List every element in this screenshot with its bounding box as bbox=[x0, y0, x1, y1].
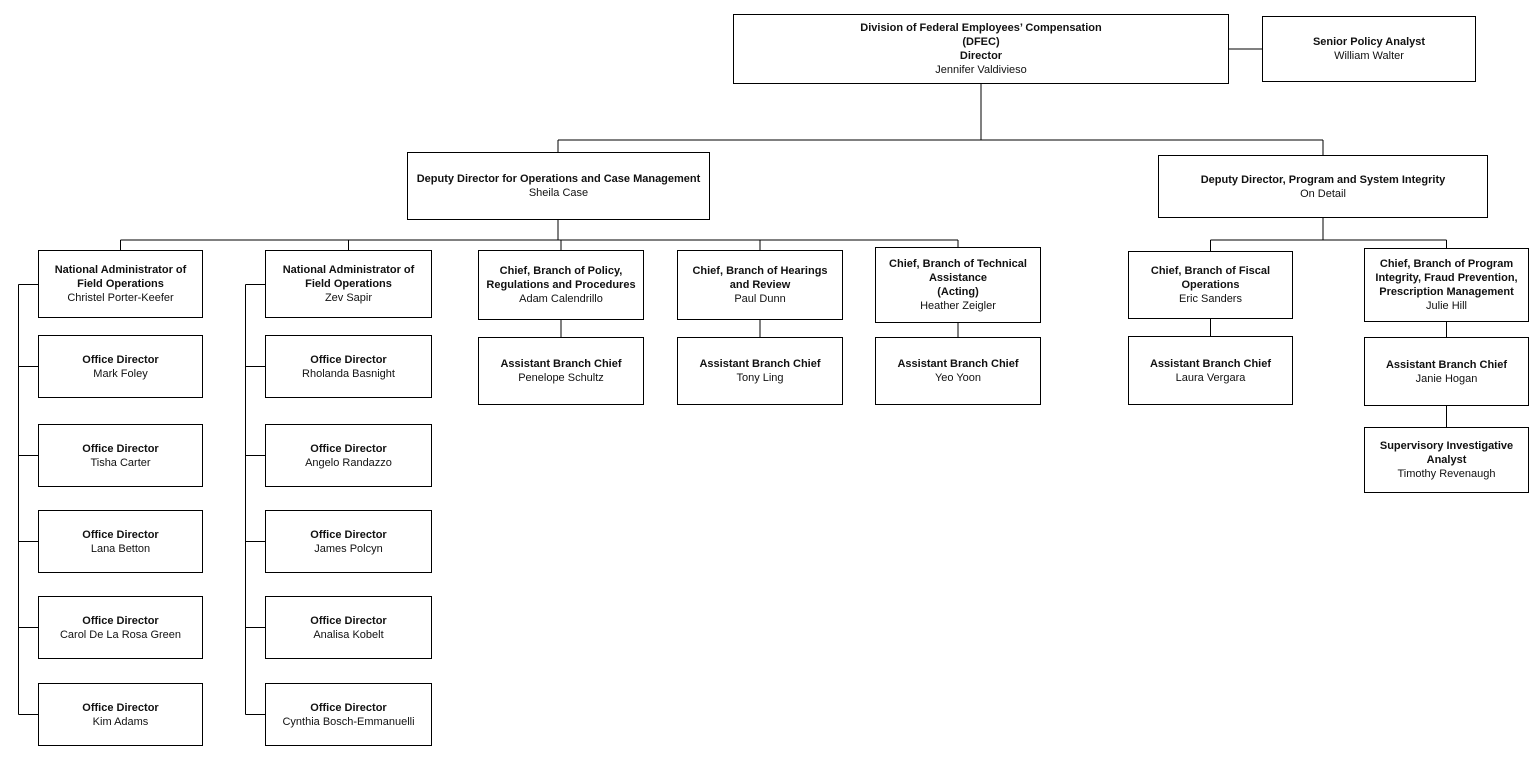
node-person-name: Adam Calendrillo bbox=[519, 293, 603, 305]
node-person-name: Kim Adams bbox=[92, 715, 149, 728]
org-node-assistant-program-integrity: Assistant Branch Chief Janie Hogan bbox=[1364, 337, 1529, 406]
node-person-name: Sheila Case bbox=[528, 187, 589, 199]
node-person-name: Paul Dunn bbox=[734, 293, 786, 305]
node-title: Chief, Branch of Program Integrity, Frau… bbox=[1375, 258, 1518, 298]
node-title: Chief, Branch of Technical Assistance bbox=[889, 258, 1027, 284]
node-title: Division of Federal Employees’ Compensat… bbox=[860, 22, 1102, 34]
node-title-line2: (DFEC) bbox=[962, 36, 1000, 48]
org-node-office-director-2-2: Office Director Angelo Randazzo bbox=[265, 424, 432, 487]
org-node-national-admin-1: National Administrator of Field Operatio… bbox=[38, 250, 203, 318]
node-title: Office Director bbox=[82, 528, 159, 541]
org-node-chief-hearings: Chief, Branch of Hearings and Review Pau… bbox=[677, 250, 843, 320]
node-person-name: Timothy Revenaugh bbox=[1397, 468, 1496, 480]
node-title: Assistant Branch Chief bbox=[897, 358, 1019, 370]
node-person-name: Carol De La Rosa Green bbox=[59, 628, 182, 641]
org-node-office-director-2-3: Office Director James Polcyn bbox=[265, 510, 432, 573]
node-title: Deputy Director for Operations and Case … bbox=[416, 173, 701, 185]
node-title: National Administrator of Field Operatio… bbox=[54, 264, 187, 290]
node-title: Chief, Branch of Policy, Regulations and… bbox=[486, 265, 636, 291]
org-node-director: Division of Federal Employees’ Compensat… bbox=[733, 14, 1229, 84]
node-title: Chief, Branch of Hearings and Review bbox=[692, 265, 828, 291]
node-person-name: Julie Hill bbox=[1426, 300, 1467, 312]
node-title: Assistant Branch Chief bbox=[500, 358, 622, 370]
org-node-chief-program-integrity: Chief, Branch of Program Integrity, Frau… bbox=[1364, 248, 1529, 322]
node-title: Office Director bbox=[82, 442, 159, 455]
node-person-name: Zev Sapir bbox=[324, 292, 373, 304]
org-node-chief-policy: Chief, Branch of Policy, Regulations and… bbox=[478, 250, 644, 320]
org-node-chief-fiscal: Chief, Branch of Fiscal Operations Eric … bbox=[1128, 251, 1293, 319]
org-node-deputy-integrity: Deputy Director, Program and System Inte… bbox=[1158, 155, 1488, 218]
node-person-name: Lana Betton bbox=[90, 542, 151, 555]
node-person-name: Christel Porter-Keefer bbox=[67, 292, 174, 304]
node-title: Assistant Branch Chief bbox=[1149, 357, 1272, 370]
node-person-name: William Walter bbox=[1334, 50, 1404, 62]
org-node-assistant-technical: Assistant Branch Chief Yeo Yoon bbox=[875, 337, 1041, 405]
node-person-name: Jennifer Valdivieso bbox=[935, 64, 1027, 76]
node-person-name: Penelope Schultz bbox=[518, 372, 604, 384]
org-node-office-director-2-5: Office Director Cynthia Bosch-Emmanuelli bbox=[265, 683, 432, 746]
node-title-line3: Director bbox=[959, 50, 1003, 62]
node-person-name: Tisha Carter bbox=[90, 456, 151, 469]
org-node-office-director-2-4: Office Director Analisa Kobelt bbox=[265, 596, 432, 659]
org-node-assistant-hearings: Assistant Branch Chief Tony Ling bbox=[677, 337, 843, 405]
org-node-assistant-policy: Assistant Branch Chief Penelope Schultz bbox=[478, 337, 644, 405]
node-title-line2: (Acting) bbox=[937, 286, 979, 298]
org-node-national-admin-2: National Administrator of Field Operatio… bbox=[265, 250, 432, 318]
node-title: Office Director bbox=[82, 353, 159, 366]
node-title: Office Director bbox=[310, 353, 387, 366]
node-title: Senior Policy Analyst bbox=[1312, 36, 1426, 48]
node-title: Assistant Branch Chief bbox=[1385, 358, 1508, 371]
org-node-office-director-1-5: Office Director Kim Adams bbox=[38, 683, 203, 746]
node-person-name: James Polcyn bbox=[314, 542, 383, 555]
org-node-office-director-1-4: Office Director Carol De La Rosa Green bbox=[38, 596, 203, 659]
node-person-name: Analisa Kobelt bbox=[313, 628, 384, 641]
org-node-office-director-1-3: Office Director Lana Betton bbox=[38, 510, 203, 573]
node-title: Assistant Branch Chief bbox=[699, 358, 821, 370]
node-person-name: Laura Vergara bbox=[1175, 371, 1246, 384]
node-title: Office Director bbox=[310, 614, 387, 627]
org-node-office-director-1-1: Office Director Mark Foley bbox=[38, 335, 203, 398]
node-person-name: Cynthia Bosch-Emmanuelli bbox=[282, 715, 415, 728]
org-node-deputy-operations: Deputy Director for Operations and Case … bbox=[407, 152, 710, 220]
node-title: Office Director bbox=[310, 442, 387, 455]
node-person-name: Tony Ling bbox=[736, 372, 784, 384]
node-person-name: Rholanda Basnight bbox=[302, 367, 395, 380]
org-node-supervisory-analyst: Supervisory Investigative Analyst Timoth… bbox=[1364, 427, 1529, 493]
node-title: Office Director bbox=[82, 614, 159, 627]
node-person-name: Yeo Yoon bbox=[934, 372, 982, 384]
node-person-name: Janie Hogan bbox=[1415, 372, 1478, 385]
node-title: Deputy Director, Program and System Inte… bbox=[1200, 173, 1446, 186]
node-title: Office Director bbox=[82, 701, 159, 714]
org-node-chief-technical: Chief, Branch of Technical Assistance (A… bbox=[875, 247, 1041, 323]
node-title: Chief, Branch of Fiscal Operations bbox=[1150, 265, 1271, 291]
org-node-senior-policy-analyst: Senior Policy Analyst William Walter bbox=[1262, 16, 1476, 82]
node-person-name: Mark Foley bbox=[93, 367, 148, 380]
node-title: Office Director bbox=[310, 701, 387, 714]
node-title: Supervisory Investigative Analyst bbox=[1379, 440, 1514, 466]
node-person-name: Heather Zeigler bbox=[920, 300, 996, 312]
node-title: Office Director bbox=[310, 528, 387, 541]
node-person-name: On Detail bbox=[1300, 187, 1346, 200]
node-person-name: Angelo Randazzo bbox=[305, 456, 392, 469]
org-node-office-director-2-1: Office Director Rholanda Basnight bbox=[265, 335, 432, 398]
node-person-name: Eric Sanders bbox=[1179, 293, 1242, 305]
node-title: National Administrator of Field Operatio… bbox=[282, 264, 415, 290]
org-node-assistant-fiscal: Assistant Branch Chief Laura Vergara bbox=[1128, 336, 1293, 405]
org-node-office-director-1-2: Office Director Tisha Carter bbox=[38, 424, 203, 487]
